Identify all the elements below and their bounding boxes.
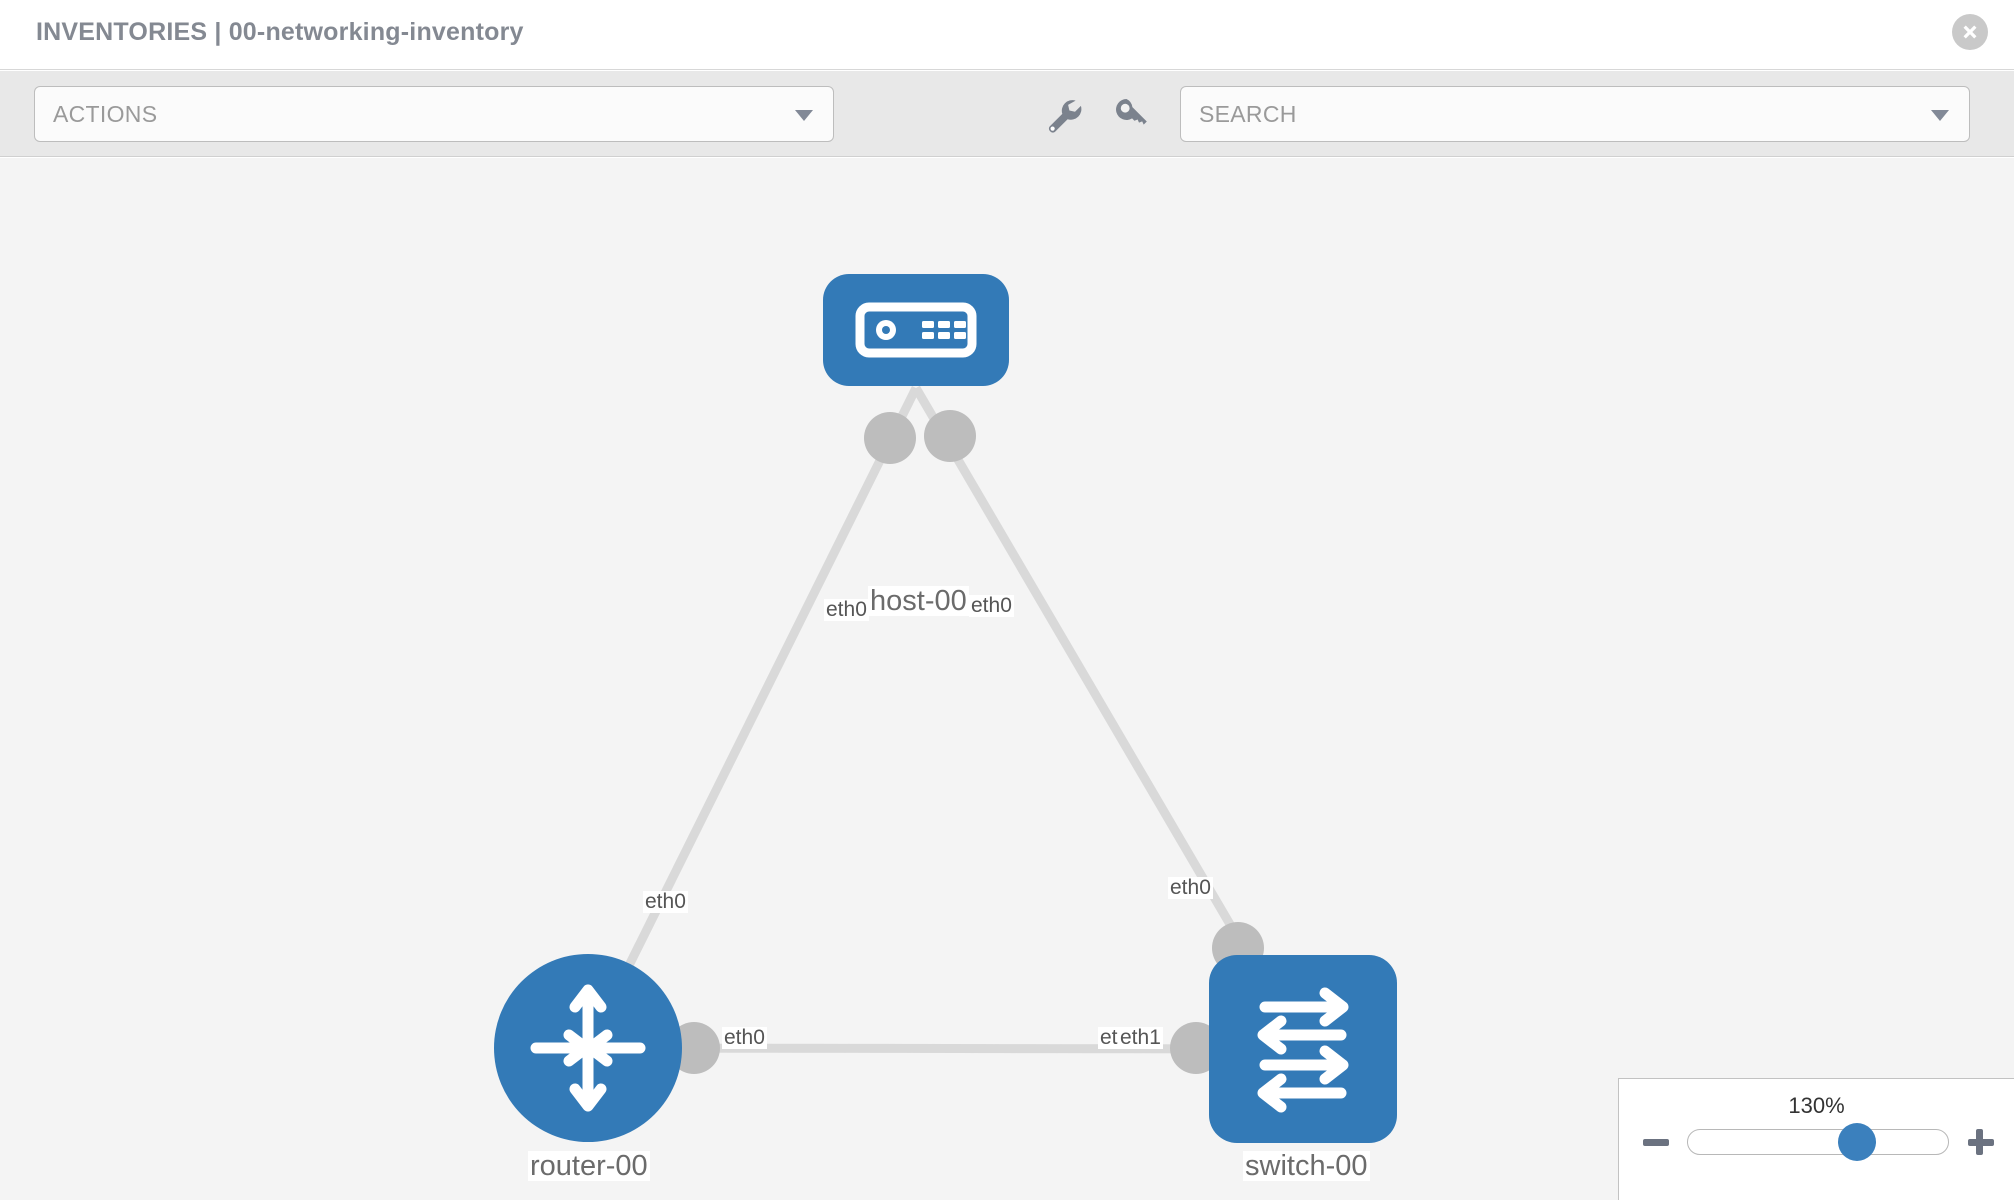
toolbar: ACTIONS SEARCH (0, 71, 2014, 157)
search-chevron-down-icon[interactable] (1931, 110, 1949, 121)
iface-label: eth0 (1168, 876, 1213, 900)
iface-label: eth1 (1118, 1026, 1163, 1050)
node-host-00[interactable] (823, 274, 1009, 386)
page-header: INVENTORIES | 00-networking-inventory (0, 0, 2014, 70)
node-router-00[interactable] (494, 954, 682, 1142)
node-label-router: router-00 (528, 1150, 650, 1182)
topology-graph (494, 274, 1397, 1143)
zoom-slider[interactable] (1687, 1123, 1949, 1161)
search-input[interactable]: SEARCH (1180, 86, 1970, 142)
iface-label: eth0 (824, 598, 869, 622)
wrench-icon[interactable] (1040, 91, 1088, 139)
zoom-in-button[interactable] (1966, 1127, 1996, 1157)
node-label-host: host-00 (868, 585, 969, 617)
chevron-down-icon (795, 110, 813, 121)
actions-dropdown-label: ACTIONS (53, 101, 158, 127)
topology-edges (583, 385, 1307, 1054)
actions-dropdown[interactable]: ACTIONS (34, 86, 834, 142)
node-switch-00[interactable] (1209, 955, 1397, 1143)
iface-label: eth0 (643, 890, 688, 914)
zoom-control-panel: 130% (1618, 1078, 2014, 1200)
zoom-slider-thumb[interactable] (1838, 1123, 1876, 1161)
connector-host-left (864, 412, 916, 464)
key-icon[interactable] (1108, 91, 1156, 139)
iface-label: eth0 (722, 1026, 767, 1050)
close-icon[interactable] (1952, 14, 1988, 50)
page-title: INVENTORIES | 00-networking-inventory (36, 18, 524, 46)
node-label-switch: switch-00 (1243, 1150, 1370, 1182)
connector-host-right (924, 410, 976, 462)
zoom-out-button[interactable] (1641, 1127, 1671, 1157)
topology-connectors (668, 410, 1264, 1074)
topology-canvas[interactable]: eth0 eth0 eth0 eth0 eth0 eth0 eth1 host-… (0, 158, 2014, 1200)
iface-label: eth0 (969, 594, 1014, 618)
edge-router-host (583, 385, 921, 1051)
search-placeholder: SEARCH (1199, 101, 1297, 127)
zoom-level-value: 130% (1788, 1093, 1845, 1118)
